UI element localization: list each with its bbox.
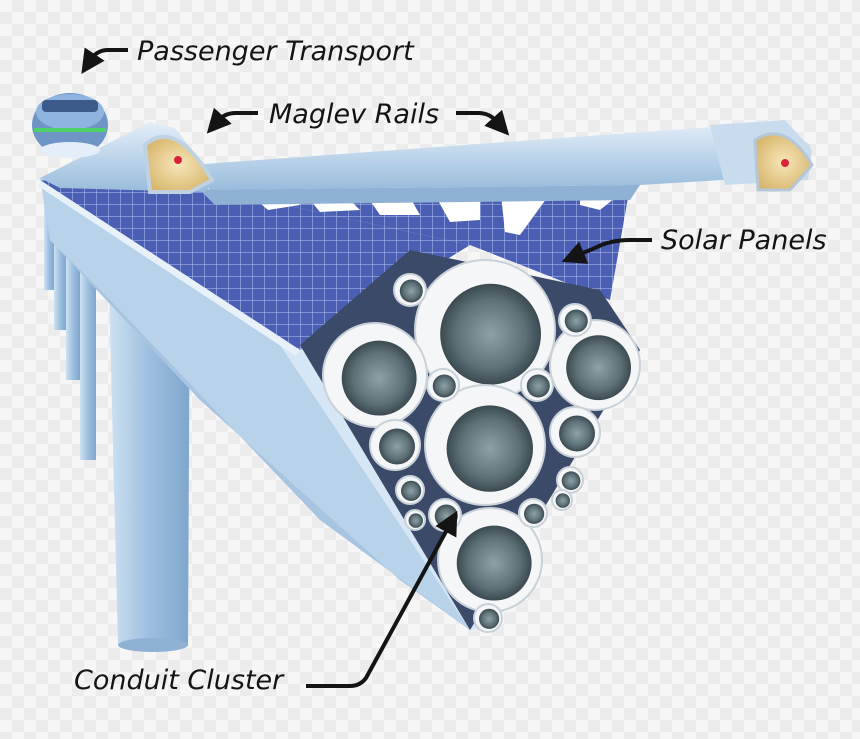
- conduit-tube-interior: [561, 471, 581, 491]
- arrow-maglev-rails-left: [206, 107, 258, 134]
- conduit-tube-interior: [399, 279, 423, 303]
- conduit-tube-interior: [524, 503, 545, 524]
- conduit-tube-interior: [456, 525, 532, 601]
- arrow-maglev-rails-right: [456, 109, 510, 136]
- conduit-tube-interior: [432, 374, 456, 398]
- conduit-tube-interior: [479, 608, 500, 629]
- arrow-solar-panels: [561, 238, 652, 264]
- arrow-passenger-transport: [81, 47, 128, 74]
- maglev-rail-upper: [190, 120, 814, 205]
- conduit-tube-interior: [408, 513, 423, 528]
- callout-arrows: [81, 47, 652, 688]
- arrow-conduit-cluster: [306, 510, 458, 688]
- conduit-tube-interior: [526, 374, 550, 398]
- conduit-tube-interior: [341, 340, 417, 416]
- conduit-tube-interior: [379, 428, 415, 465]
- conduit-tube-interior: [566, 335, 631, 401]
- passenger-pod: [32, 93, 108, 158]
- maglev-rail-left: [40, 122, 215, 194]
- conduit-tube-interior: [555, 493, 570, 508]
- label-maglev-rails: Maglev Rails: [269, 99, 440, 130]
- conduit-tube-interior: [440, 283, 541, 385]
- label-passenger-transport: Passenger Transport: [137, 36, 414, 67]
- label-solar-panels: Solar Panels: [661, 225, 827, 256]
- conduit-tube-interior: [559, 415, 595, 452]
- conduit-cluster: [300, 250, 641, 633]
- conduit-tube-interior: [564, 309, 588, 333]
- conduit-tube-interior: [401, 480, 422, 501]
- conduit-tube-interior: [446, 405, 533, 492]
- label-conduit-cluster: Conduit Cluster: [74, 665, 284, 696]
